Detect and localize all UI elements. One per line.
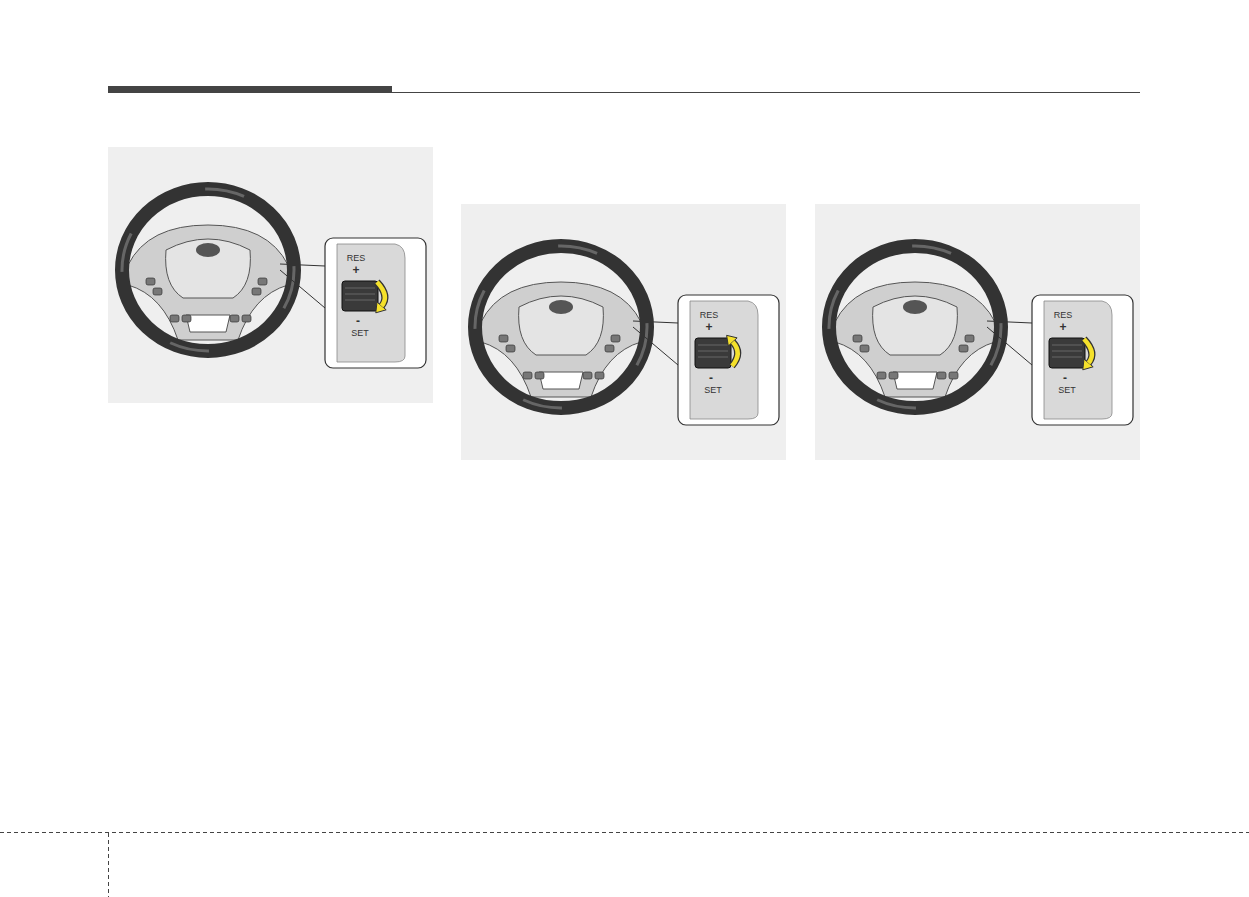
toggle-switch <box>695 338 731 368</box>
switch-ridge <box>1052 351 1082 352</box>
switch-inset <box>325 238 426 368</box>
leader-line <box>633 321 678 365</box>
wheel-rim <box>122 189 294 351</box>
rim-highlight <box>829 246 1001 408</box>
panel-ground <box>108 147 433 403</box>
figure-panel <box>108 147 433 403</box>
airbag-pad <box>873 296 958 355</box>
wheel-button <box>258 278 267 285</box>
wheel-button <box>146 278 155 285</box>
wheel-button <box>182 315 191 322</box>
switch-inset <box>1032 295 1133 425</box>
wheel-button <box>170 315 179 322</box>
rim-highlight <box>475 246 647 408</box>
wheel-button <box>595 372 604 379</box>
switch-ridge <box>345 294 375 295</box>
wheel-button <box>889 372 898 379</box>
toggle-switch <box>1049 338 1085 368</box>
wheel-button <box>853 335 862 342</box>
spoke-gap <box>539 372 583 389</box>
wheel-button <box>523 372 532 379</box>
leader-line <box>280 264 325 308</box>
figure-panel <box>461 204 786 460</box>
arrow-body <box>377 282 385 306</box>
switch-label: RES <box>700 311 719 320</box>
wheel-button <box>535 372 544 379</box>
wheel-button <box>230 315 239 322</box>
wheel-rim <box>475 246 647 408</box>
inset-frame <box>678 295 779 425</box>
header-bar <box>108 86 392 93</box>
switch-inset <box>678 295 779 425</box>
logo <box>549 300 573 314</box>
airbag-pad <box>166 239 251 298</box>
arrow-outline <box>732 342 738 366</box>
switch-sign: - <box>356 315 360 327</box>
switch-ridge <box>1052 345 1082 346</box>
arrow-body <box>732 342 738 366</box>
spoke-gap <box>893 372 937 389</box>
panel-ground <box>461 204 786 460</box>
wheel-button <box>153 288 162 295</box>
switch-sign: + <box>705 321 712 333</box>
panel-ground <box>815 204 1140 460</box>
leader-line <box>987 321 1032 365</box>
figure-panel <box>815 204 1140 460</box>
switch-housing <box>337 244 405 362</box>
switch-sign: - <box>709 372 713 384</box>
arrow-body <box>1084 339 1092 363</box>
wheel-button <box>877 372 886 379</box>
toggle-switch <box>342 281 378 311</box>
switch-ridge <box>698 345 728 346</box>
inset-frame <box>1032 295 1133 425</box>
rim-highlight <box>122 189 294 351</box>
spoke-gap <box>186 315 230 332</box>
switch-ridge <box>698 357 728 358</box>
switch-ridge <box>1052 357 1082 358</box>
switch-housing <box>690 301 758 419</box>
wheel-button <box>611 335 620 342</box>
inset-frame <box>325 238 426 368</box>
switch-label: SET <box>704 386 722 395</box>
switch-label: RES <box>1054 311 1073 320</box>
switch-label: SET <box>351 329 369 338</box>
logo <box>903 300 927 314</box>
switch-ridge <box>345 288 375 289</box>
wheel-button <box>959 345 968 352</box>
footer-rule <box>108 833 109 897</box>
logo <box>196 243 220 257</box>
wheel-rim <box>829 246 1001 408</box>
wheel-button <box>242 315 251 322</box>
wheel-button <box>949 372 958 379</box>
switch-housing <box>1044 301 1112 419</box>
wheel-button <box>937 372 946 379</box>
footer-rule <box>0 832 1249 833</box>
wheel-button <box>605 345 614 352</box>
wheel-button <box>965 335 974 342</box>
arrow-outline <box>1084 339 1092 363</box>
switch-label: RES <box>347 254 366 263</box>
wheel-button <box>506 345 515 352</box>
wheel-button <box>252 288 261 295</box>
switch-sign: + <box>352 264 359 276</box>
wheel-button <box>499 335 508 342</box>
header-rule <box>392 92 1140 93</box>
switch-label: SET <box>1058 386 1076 395</box>
switch-ridge <box>698 351 728 352</box>
switch-sign: + <box>1059 321 1066 333</box>
arrow-outline <box>377 282 385 306</box>
wheel-button <box>583 372 592 379</box>
switch-ridge <box>345 300 375 301</box>
wheel-button <box>860 345 869 352</box>
airbag-pad <box>519 296 604 355</box>
switch-sign: - <box>1063 372 1067 384</box>
